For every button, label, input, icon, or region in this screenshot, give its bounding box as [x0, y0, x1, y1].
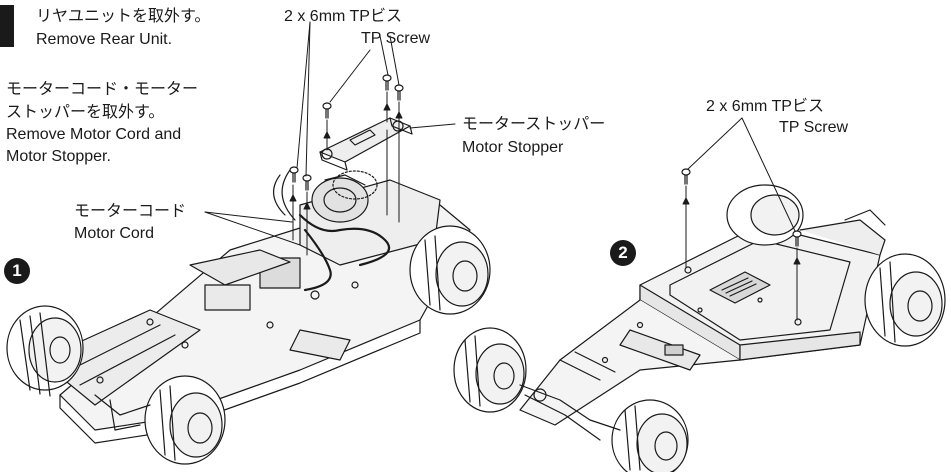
- chassis-left-illustration: [6, 169, 491, 465]
- figure-marker-2: 2: [610, 240, 636, 266]
- label-screw-top-jp: 2 x 6mm TPビス: [284, 8, 402, 25]
- label-screw-top-en: TP Screw: [361, 30, 431, 47]
- screws-right: [681, 168, 802, 247]
- label-motor-cord-jp: モーターコード: [74, 203, 187, 220]
- figure-marker-1: 1: [4, 258, 30, 284]
- instruction-line-1: モーターコード・モーター: [6, 81, 199, 98]
- step-title-en: Remove Rear Unit.: [36, 31, 173, 48]
- step-title-jp: リヤユニットを取外す。: [36, 8, 211, 25]
- instruction-line-2: ストッパーを取外す。: [6, 104, 165, 121]
- step-marker: [0, 5, 14, 47]
- chassis-right-illustration: [453, 184, 946, 472]
- instruction-line-3: Remove Motor Cord and: [6, 126, 182, 143]
- leader-lines-right: [682, 117, 801, 321]
- label-motor-cord-en: Motor Cord: [74, 225, 155, 242]
- label-screw-right-jp: 2 x 6mm TPビス: [706, 98, 824, 115]
- label-motor-stopper-en: Motor Stopper: [462, 139, 564, 156]
- motor-stopper-part: [319, 117, 413, 171]
- instruction-line-4: Motor Stopper.: [6, 148, 111, 165]
- label-motor-stopper-jp: モーターストッパー: [462, 116, 606, 133]
- leader-lines-left: [204, 21, 456, 256]
- label-screw-right-en: TP Screw: [779, 119, 849, 136]
